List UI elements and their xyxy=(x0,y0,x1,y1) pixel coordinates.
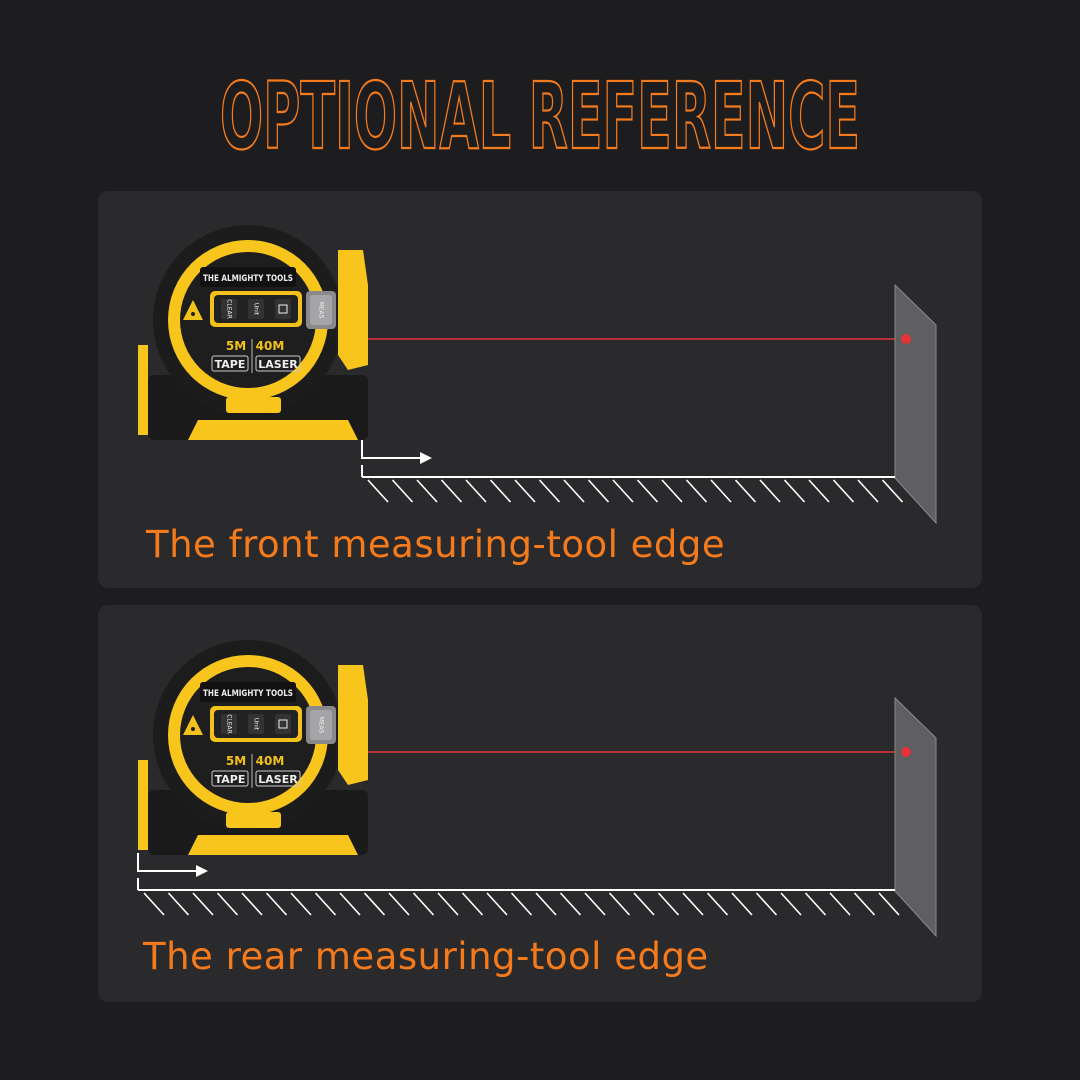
floor-hatch xyxy=(167,892,190,916)
floor-hatch xyxy=(265,892,288,916)
floor-hatch xyxy=(388,892,410,916)
floor-hatch xyxy=(832,479,855,503)
floor-hatch xyxy=(412,892,435,916)
floor-hatch xyxy=(734,479,757,503)
tape-range: 5M xyxy=(226,754,246,768)
page-title: OPTIONAL REFERENCE xyxy=(219,62,861,170)
front-edge-caption: The front measuring-tool edge xyxy=(146,523,726,566)
floor-hatch xyxy=(489,479,512,503)
measure-start-arrow-icon xyxy=(137,853,208,877)
floor-hatch xyxy=(143,892,165,916)
floor-hatch xyxy=(510,892,533,916)
floor-hatch xyxy=(657,892,680,916)
floor-hatch xyxy=(559,892,582,916)
unit-button xyxy=(248,299,264,319)
floor-hatch xyxy=(514,479,536,503)
laser-range: 40M xyxy=(256,339,285,353)
unit-button-label: Unit xyxy=(253,303,260,316)
mode-button xyxy=(275,714,291,734)
clear-button xyxy=(221,714,237,734)
floor-hatch xyxy=(636,479,659,503)
floor-hatch xyxy=(612,479,634,503)
tape-label: TAPE xyxy=(215,773,246,786)
floor-hatch xyxy=(857,479,879,503)
floor-hatch xyxy=(783,479,806,503)
floor-hatch xyxy=(780,892,802,916)
floor-hatch xyxy=(241,892,263,916)
floor-hatch xyxy=(829,892,851,916)
clear-button-label: CLEAR xyxy=(226,714,233,734)
laser-label: LASER xyxy=(258,358,298,371)
rear-edge-caption: The rear measuring-tool edge xyxy=(143,935,709,978)
floor-hatch xyxy=(465,479,487,503)
floor-hatch xyxy=(367,479,389,503)
title-text: OPTIONAL REFERENCE xyxy=(220,63,860,170)
floor-hatch xyxy=(685,479,708,503)
clear-button-label: CLEAR xyxy=(226,299,233,319)
floor-hatch xyxy=(440,479,463,503)
laser-tape-measure: THE ALMIGHTY TOOLS CLEAR Unit MEAS 5M 40… xyxy=(138,640,368,855)
laser-tape-measure: THE ALMIGHTY TOOLS CLEAR Unit MEAS 5M 40… xyxy=(138,225,368,440)
wall xyxy=(894,696,937,938)
laser-warning-icon xyxy=(183,300,203,320)
floor-hatch xyxy=(682,892,704,916)
floor-hatch xyxy=(363,892,386,916)
floor-hatch xyxy=(192,892,214,916)
unit-button-label: Unit xyxy=(253,718,260,731)
laser-dot xyxy=(901,747,911,757)
wall xyxy=(894,283,937,525)
measure-start-arrow-icon xyxy=(361,440,432,464)
clear-button xyxy=(221,299,237,319)
laser-warning-icon xyxy=(183,715,203,735)
brand-logo: THE ALMIGHTY TOOLS xyxy=(203,274,293,284)
floor-hatch xyxy=(808,479,830,503)
floor-hatch xyxy=(633,892,655,916)
floor-hatch xyxy=(535,892,557,916)
floor-hatch xyxy=(314,892,337,916)
floor-hatch xyxy=(759,479,781,503)
tape-range: 5M xyxy=(226,339,246,353)
floor-hatch xyxy=(486,892,508,916)
brand-logo: THE ALMIGHTY TOOLS xyxy=(203,689,293,699)
floor-hatch xyxy=(416,479,438,503)
floor-hatch xyxy=(391,479,414,503)
floor-hatch xyxy=(710,479,732,503)
laser-dot xyxy=(901,334,911,344)
floor-hatch xyxy=(538,479,561,503)
meas-button-label: MEAS xyxy=(318,302,325,319)
tape-label: TAPE xyxy=(215,358,246,371)
mode-button xyxy=(275,299,291,319)
floor-hatch xyxy=(755,892,778,916)
floor-hatch xyxy=(437,892,459,916)
meas-button-label: MEAS xyxy=(318,717,325,734)
floor-hatch xyxy=(804,892,827,916)
rear-edge-panel: THE ALMIGHTY TOOLS CLEAR Unit MEAS 5M 40… xyxy=(98,605,982,1002)
floor-hatch xyxy=(290,892,312,916)
floor-hatch xyxy=(587,479,610,503)
front-edge-panel: THE ALMIGHTY TOOLS CLEAR Unit MEAS 5M 40… xyxy=(98,191,982,588)
floor-hatch xyxy=(878,892,900,916)
front-edge-diagram: THE ALMIGHTY TOOLS CLEAR Unit MEAS 5M 40… xyxy=(138,225,937,525)
floor-hatch xyxy=(706,892,729,916)
unit-button xyxy=(248,714,264,734)
floor-hatch xyxy=(584,892,606,916)
floor-hatch xyxy=(563,479,585,503)
rear-edge-diagram: THE ALMIGHTY TOOLS CLEAR Unit MEAS 5M 40… xyxy=(137,640,937,938)
floor-hatch xyxy=(339,892,361,916)
laser-range: 40M xyxy=(256,754,285,768)
floor-hatch xyxy=(853,892,876,916)
floor-hatch xyxy=(881,479,904,503)
floor-hatch xyxy=(731,892,753,916)
floor-hatch xyxy=(461,892,484,916)
floor-hatch xyxy=(661,479,683,503)
floor-hatch xyxy=(216,892,239,916)
laser-label: LASER xyxy=(258,773,298,786)
floor-hatch xyxy=(608,892,631,916)
